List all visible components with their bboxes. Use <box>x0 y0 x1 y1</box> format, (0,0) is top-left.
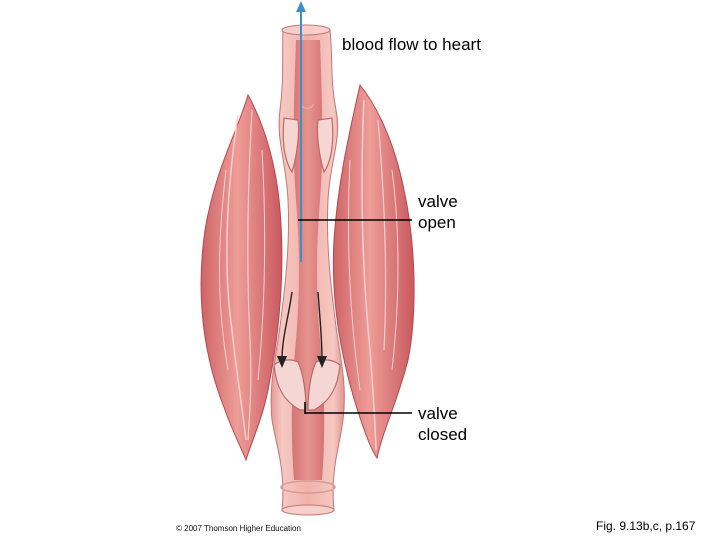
valve-closed-label: valve closed <box>418 403 467 445</box>
valve-open-label: valve open <box>418 191 458 233</box>
valve-open-label-line1: valve <box>418 192 458 211</box>
figure-reference: Fig. 9.13b,c, p.167 <box>596 519 696 533</box>
blood-flow-label: blood flow to heart <box>342 35 481 54</box>
valve-open-label-line2: open <box>418 213 456 232</box>
right-muscle <box>332 83 415 460</box>
valve-closed-label-line1: valve <box>418 404 458 423</box>
backflow-arrows <box>277 291 327 368</box>
valve-closed-label-line2: closed <box>418 425 468 444</box>
copyright-text: © 2007 Thomson Higher Education <box>176 524 301 533</box>
left-muscle <box>200 93 283 462</box>
closed-valve <box>273 359 341 411</box>
open-valve <box>282 103 334 174</box>
